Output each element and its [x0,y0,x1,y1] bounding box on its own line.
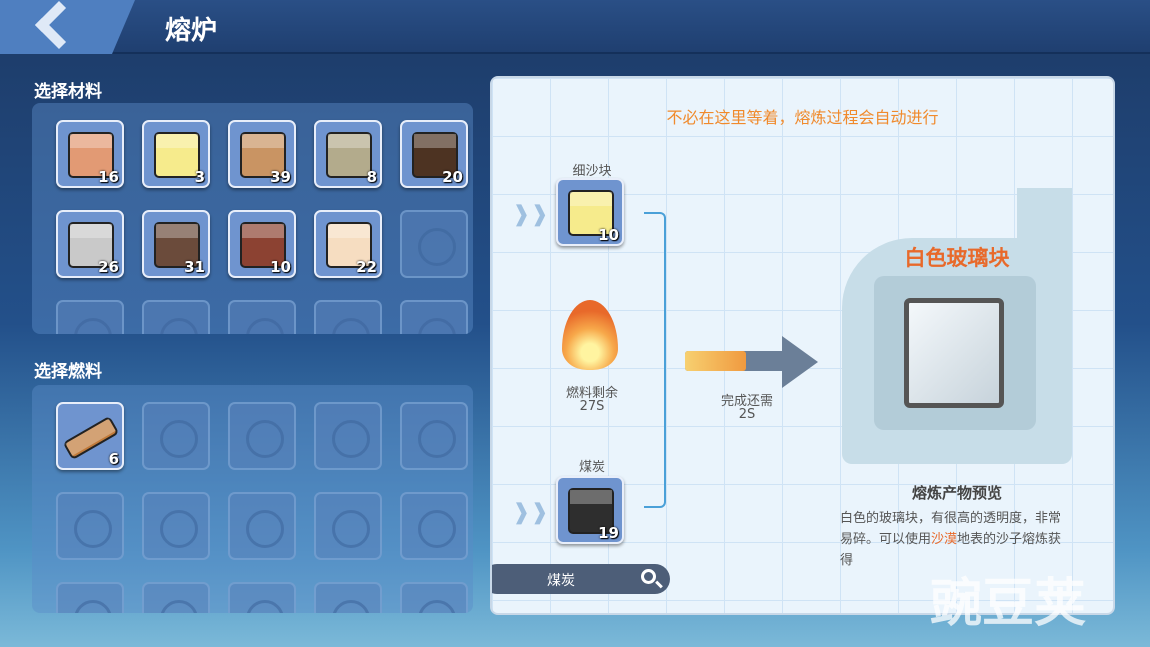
input-arrow-icon: ❱❱ [512,202,549,227]
output-description: 白色的玻璃块，有很高的透明度，非常易碎。可以使用沙漠地表的沙子熔炼获得 [840,508,1070,571]
fuel-slot-empty[interactable] [142,582,210,613]
preview-title: 熔炼产物预览 [911,484,1002,502]
progress-bar [685,351,795,371]
input-label: 细沙块 [572,164,612,179]
item-count: 22 [356,258,377,276]
item-count: 10 [270,258,291,276]
item-count: 3 [194,168,205,186]
fuel-slot-empty[interactable] [314,582,382,613]
material-slot-material-6[interactable]: 26 [56,210,124,278]
material-slot-material-8[interactable]: 10 [228,210,296,278]
material-slot-material-5[interactable]: 20 [400,120,468,188]
fuel-slot-wood-plank[interactable]: 6 [56,402,124,470]
item-count: 8 [366,168,377,186]
fuel-slot-empty[interactable] [228,492,296,560]
description-highlight: 沙漠 [931,532,958,547]
fuel-slot-empty[interactable] [56,492,124,560]
fuel-slot-empty[interactable] [228,582,296,613]
block-icon [154,132,200,178]
description-text: 白色的玻璃块，有很高的透明度，非常易碎。可以使用 [840,511,1062,547]
input-count: 10 [598,226,619,244]
block-icon [240,222,286,268]
block-icon [326,132,372,178]
output-slot[interactable] [874,276,1036,430]
back-button[interactable] [0,0,135,54]
material-slot-empty[interactable] [314,300,382,334]
fuel-slot-empty[interactable] [314,402,382,470]
coal-icon [568,488,614,534]
fuel-slot-empty[interactable] [400,582,468,613]
time-label: 完成还需 [720,394,773,409]
fuel-remaining-value: 27S [579,399,605,414]
item-count: 26 [98,258,119,276]
hint-text: 不必在这里等着，熔炼过程会自动进行 [666,108,939,127]
fuel-slot-empty[interactable] [228,402,296,470]
item-count: 6 [108,450,119,468]
fuel-panel: 6 [32,385,473,613]
material-slot-empty[interactable] [400,300,468,334]
item-count: 16 [98,168,119,186]
fuel-slot-empty[interactable] [314,492,382,560]
fuel-slot-empty[interactable] [142,402,210,470]
fuel-slot-empty[interactable] [56,582,124,613]
back-chevron-icon [34,0,84,50]
fuel-label: 选择燃料 [34,362,102,382]
fuel-slot-label: 煤炭 [578,460,605,475]
description-text-end: 地表的沙子熔炼获得 [840,532,1062,568]
material-slot-material-9[interactable]: 22 [314,210,382,278]
glass-block-icon [904,298,1004,408]
search-icon[interactable] [641,569,656,584]
furnace-panel: 不必在这里等着，熔炼过程会自动进行 细沙块 ❱❱ 10 燃料剩余 27S 完成还… [490,76,1115,615]
material-slot-empty[interactable] [400,210,468,278]
materials-panel: 16 3 39 8 20 26 31 10 22 [32,103,473,334]
sand-block-icon [568,190,614,236]
flame-icon [562,300,618,370]
materials-label: 选择材料 [34,82,102,102]
top-bar: 熔炉 [0,0,1150,54]
block-icon [154,222,200,268]
block-icon [412,132,458,178]
material-slot-empty[interactable] [142,300,210,334]
fuel-slot[interactable]: 19 [556,476,624,544]
input-slot[interactable]: 10 [556,178,624,246]
material-slot-material-3[interactable]: 39 [228,120,296,188]
time-value: 2S [738,407,756,422]
output-title: 白色玻璃块 [904,246,1010,270]
fuel-slot-count: 19 [598,524,619,542]
fuel-arrow-icon: ❱❱ [512,500,549,525]
item-count: 31 [184,258,205,276]
block-icon [326,222,372,268]
fuel-remaining-label: 燃料剩余 [565,386,618,401]
arrow-right-icon [782,336,818,388]
block-icon [68,222,114,268]
fuel-slot-empty[interactable] [142,492,210,560]
block-icon [240,132,286,178]
fuel-slot-empty[interactable] [400,402,468,470]
block-icon [68,132,114,178]
connector-line [644,212,666,508]
material-slot-empty[interactable] [56,300,124,334]
material-slot-empty[interactable] [228,300,296,334]
item-count: 20 [442,168,463,186]
page-title: 熔炉 [165,16,218,46]
material-slot-material-1[interactable]: 16 [56,120,124,188]
search-value: 煤炭 [547,573,575,589]
watermark-logo: 豌豆荚 [930,574,1087,634]
progress-fill [685,351,746,371]
item-count: 39 [270,168,291,186]
material-slot-material-7[interactable]: 31 [142,210,210,278]
material-slot-material-4[interactable]: 8 [314,120,382,188]
material-slot-material-2[interactable]: 3 [142,120,210,188]
search-bar[interactable]: 煤炭 [492,564,670,594]
fuel-slot-empty[interactable] [400,492,468,560]
